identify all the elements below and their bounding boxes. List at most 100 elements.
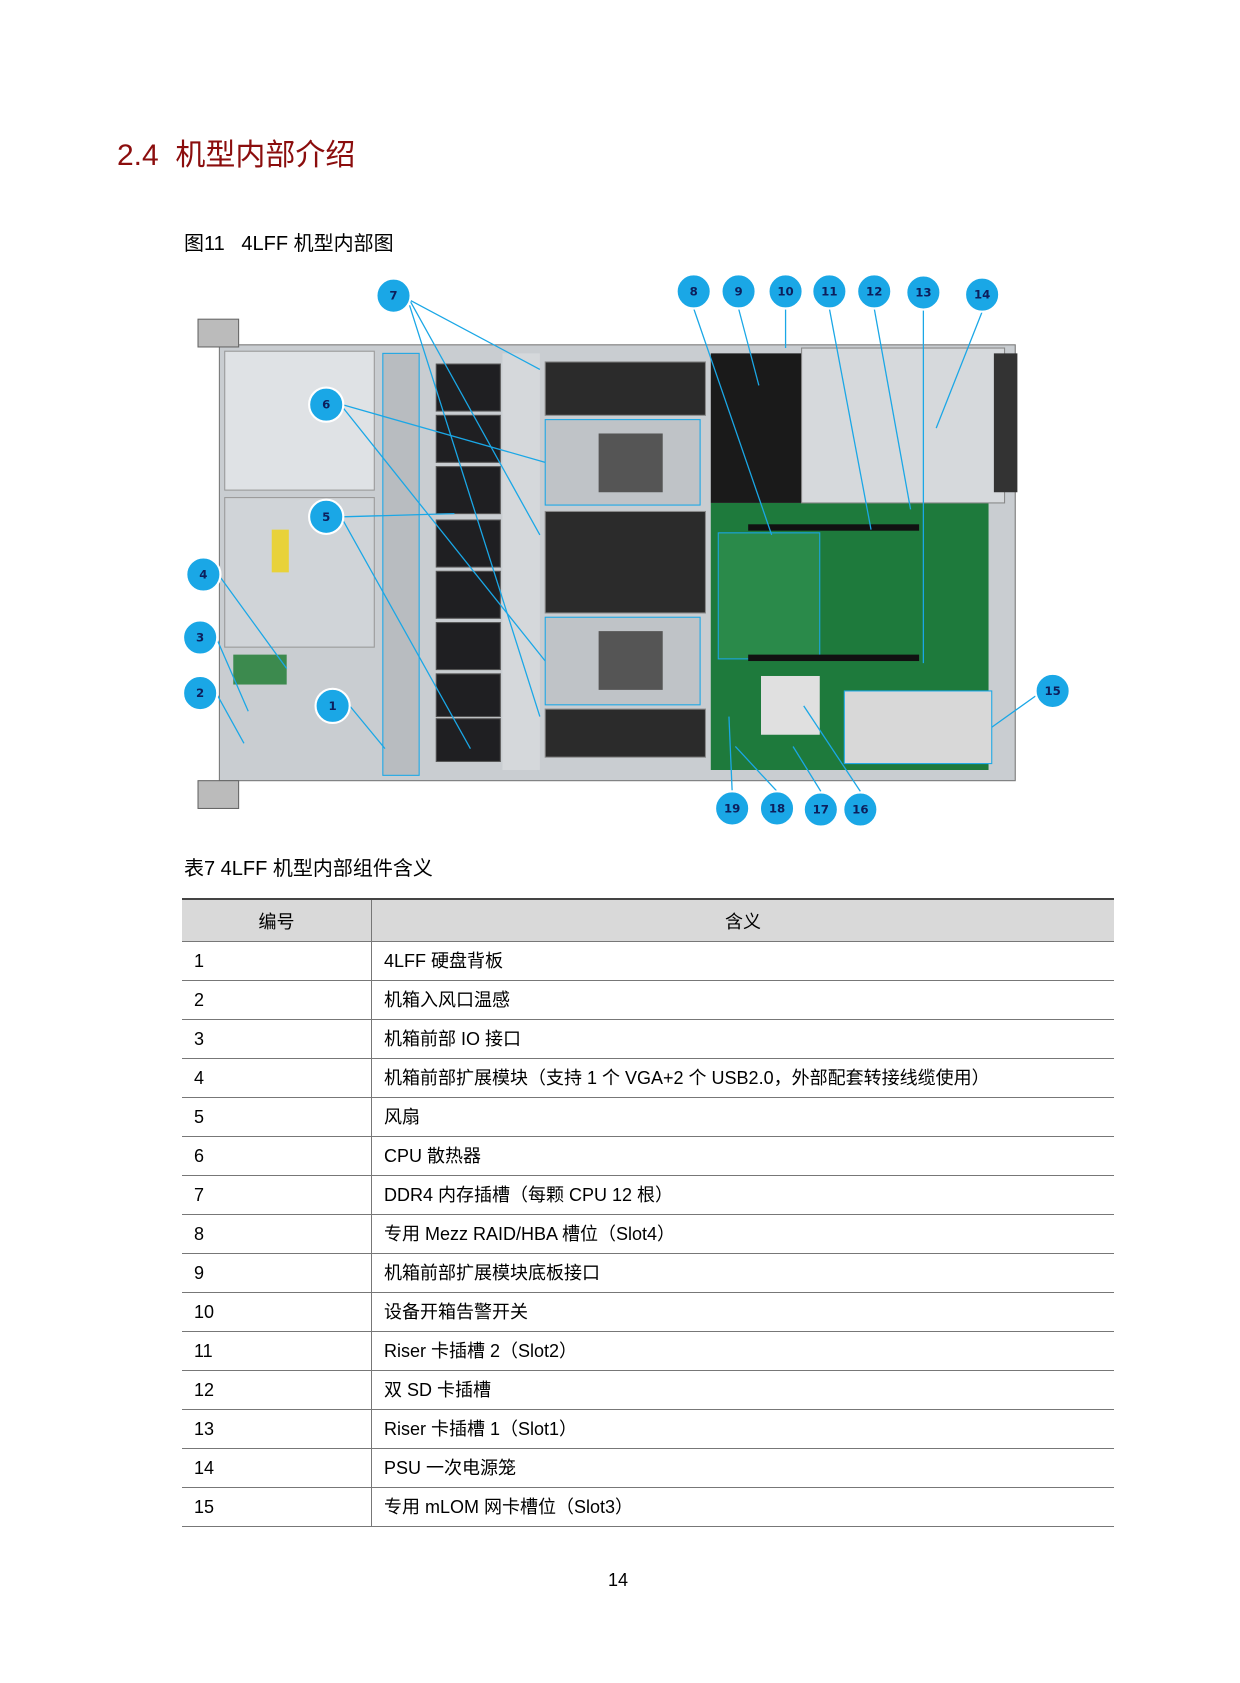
svg-text:11: 11 xyxy=(821,284,837,298)
row-meaning: Riser 卡插槽 2（Slot2） xyxy=(371,1331,1114,1371)
server-interior-diagram: 1 2 3 4 5 6 7 8 9 10 11 12 13 14 15 16 1… xyxy=(182,273,1071,828)
table-caption: 表7 4LFF 机型内部组件含义 xyxy=(184,858,433,880)
row-number: 15 xyxy=(182,1487,372,1527)
row-meaning: Riser 卡插槽 1（Slot1） xyxy=(371,1409,1114,1449)
air-shroud xyxy=(502,353,540,770)
figure-caption: 图11 4LFF 机型内部图 xyxy=(184,233,394,255)
callout-19: 19 xyxy=(713,790,751,827)
callout-7: 7 xyxy=(375,277,412,314)
svg-text:19: 19 xyxy=(724,801,740,815)
svg-text:15: 15 xyxy=(1044,684,1060,698)
row-meaning: 专用 Mezz RAID/HBA 槽位（Slot4） xyxy=(371,1214,1114,1254)
psu-handle xyxy=(993,353,1018,493)
dimm-slots xyxy=(544,361,706,758)
callout-18: 18 xyxy=(758,790,796,827)
mezz-slot xyxy=(717,532,821,660)
page-number: 14 xyxy=(607,1570,629,1590)
callout-1: 1 xyxy=(314,687,351,725)
callout-15: 15 xyxy=(1034,672,1071,710)
callout-3: 3 xyxy=(182,619,219,656)
psu-cage xyxy=(801,347,1006,504)
callout-5: 5 xyxy=(308,498,345,535)
svg-text:5: 5 xyxy=(322,510,330,524)
yellow-label xyxy=(271,529,289,573)
row-meaning: 机箱前部扩展模块底板接口 xyxy=(371,1253,1114,1293)
section-heading: 2.4 机型内部介绍 xyxy=(117,139,356,172)
svg-text:8: 8 xyxy=(690,284,698,298)
row-number: 12 xyxy=(182,1370,372,1410)
row-meaning: 机箱前部扩展模块（支持 1 个 VGA+2 个 USB2.0，外部配套转接线缆使… xyxy=(371,1058,1114,1098)
row-number: 10 xyxy=(182,1292,372,1332)
row-number: 4 xyxy=(182,1058,372,1098)
svg-text:7: 7 xyxy=(389,289,397,303)
svg-text:4: 4 xyxy=(199,568,207,582)
callout-16: 16 xyxy=(842,791,879,828)
front-handle-top xyxy=(197,318,240,348)
row-number: 14 xyxy=(182,1448,372,1488)
row-meaning: 机箱入风口温感 xyxy=(371,980,1114,1020)
callout-13: 13 xyxy=(905,274,942,311)
drive-bay-top xyxy=(224,350,375,491)
svg-text:16: 16 xyxy=(852,803,868,817)
svg-text:18: 18 xyxy=(769,801,785,815)
row-meaning: CPU 散热器 xyxy=(371,1136,1114,1176)
front-io-board xyxy=(233,654,287,685)
svg-text:2: 2 xyxy=(196,686,204,700)
table-header-row: 编号 含义 xyxy=(182,898,1114,942)
header-meaning: 含义 xyxy=(371,898,1114,942)
riser-slot-2 xyxy=(748,524,920,531)
svg-text:13: 13 xyxy=(915,285,931,299)
svg-text:10: 10 xyxy=(777,284,793,298)
svg-text:17: 17 xyxy=(813,803,829,817)
callout-2: 2 xyxy=(182,674,219,712)
row-meaning: 风扇 xyxy=(371,1097,1114,1137)
svg-text:1: 1 xyxy=(329,699,337,713)
callouts: 1 2 3 4 5 6 7 8 9 10 11 12 13 14 15 16 1… xyxy=(182,273,1071,828)
row-number: 6 xyxy=(182,1136,372,1176)
row-meaning: 双 SD 卡插槽 xyxy=(371,1370,1114,1410)
callout-17: 17 xyxy=(802,791,839,828)
row-number: 13 xyxy=(182,1409,372,1449)
header-number: 编号 xyxy=(182,898,372,942)
svg-text:9: 9 xyxy=(734,284,742,298)
row-number: 8 xyxy=(182,1214,372,1254)
row-meaning: 专用 mLOM 网卡槽位（Slot3） xyxy=(371,1487,1114,1527)
riser-slot-1 xyxy=(748,654,920,662)
row-meaning: DDR4 内存插槽（每颗 CPU 12 根） xyxy=(371,1175,1114,1215)
svg-text:6: 6 xyxy=(322,398,330,412)
row-number: 1 xyxy=(182,941,372,981)
row-meaning: 机箱前部 IO 接口 xyxy=(371,1019,1114,1059)
leader-lines xyxy=(215,299,1037,792)
row-number: 7 xyxy=(182,1175,372,1215)
row-number: 9 xyxy=(182,1253,372,1293)
row-number: 5 xyxy=(182,1097,372,1137)
black-area xyxy=(710,353,802,503)
row-number: 11 xyxy=(182,1331,372,1371)
fan-bank xyxy=(435,363,501,762)
callout-10: 10 xyxy=(767,273,804,310)
callout-14: 14 xyxy=(963,276,1001,313)
svg-text:3: 3 xyxy=(196,631,204,645)
mlom-slot xyxy=(843,690,993,765)
callout-8: 8 xyxy=(675,273,712,310)
svg-text:12: 12 xyxy=(866,284,882,298)
drive-bay-bottom xyxy=(224,497,375,648)
row-meaning: 4LFF 硬盘背板 xyxy=(371,941,1114,981)
backplane xyxy=(382,352,420,776)
row-number: 2 xyxy=(182,980,372,1020)
front-handle-bottom xyxy=(197,780,240,809)
